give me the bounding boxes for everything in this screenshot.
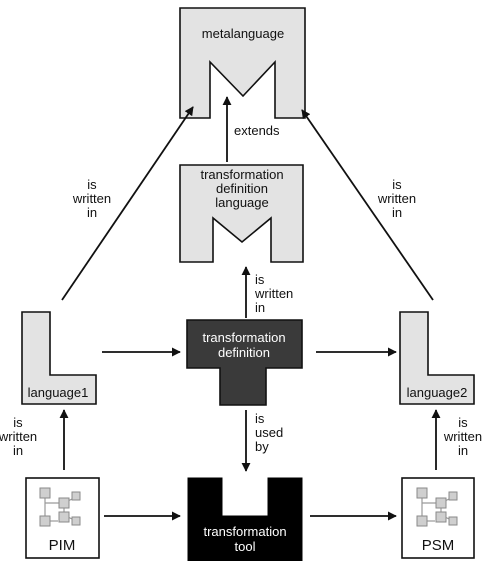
pim-node: PIM [25, 477, 100, 559]
tdl-shape [179, 164, 304, 263]
language2-shape [399, 311, 475, 405]
is-written-in-center-line3: in [255, 300, 265, 315]
metalanguage-label: metalanguage [202, 26, 284, 41]
language1-label: language1 [28, 385, 89, 400]
is-used-by-line1: is [255, 411, 265, 426]
is-written-in-right-line3: in [392, 205, 402, 220]
language2-to-metalanguage-arrow [301, 109, 434, 301]
language2-label: language2 [407, 385, 468, 400]
psm-label: PSM [422, 537, 455, 554]
is-written-in-left-line3: in [87, 205, 97, 220]
is-written-in-psm-line2: written [443, 429, 482, 444]
transformation-tool-node: transformation tool [187, 477, 303, 561]
language2-node: language2 [399, 311, 475, 405]
transformation-tool-shape [187, 477, 303, 561]
is-written-in-right-line1: is [392, 177, 402, 192]
is-written-in-pim-line1: is [13, 415, 23, 430]
is-written-in-left-line1: is [87, 177, 97, 192]
transformation-definition-shape [186, 319, 303, 406]
pim-label: PIM [49, 537, 76, 554]
tdl-label-line1: transformation [200, 167, 283, 182]
model-diagram-icon [39, 487, 81, 527]
metalanguage-node: metalanguage [179, 7, 306, 119]
is-used-by-line3: by [255, 439, 269, 454]
metalanguage-shape [179, 7, 306, 119]
is-written-in-pim-line3: in [13, 443, 23, 458]
is-written-in-center-line1: is [255, 272, 265, 287]
is-written-in-psm-line1: is [458, 415, 468, 430]
language1-shape [21, 311, 97, 405]
language1-node: language1 [21, 311, 97, 405]
psm-node: PSM [401, 477, 475, 559]
model-diagram-icon [416, 487, 458, 527]
is-written-in-left-line2: written [72, 191, 111, 206]
extends-label: extends [234, 123, 280, 138]
transformation-tool-label-line2: tool [235, 539, 256, 554]
tdl-node: transformation definition language [179, 164, 304, 263]
is-written-in-pim-line2: written [0, 429, 37, 444]
is-written-in-right-line2: written [377, 191, 416, 206]
tdl-label-line3: language [215, 195, 269, 210]
is-written-in-psm-line3: in [458, 443, 468, 458]
is-written-in-center-line2: written [254, 286, 293, 301]
tdl-label-line2: definition [216, 181, 268, 196]
transformation-tool-label-line1: transformation [203, 524, 286, 539]
language1-to-metalanguage-arrow [61, 106, 194, 301]
transformation-definition-node: transformation definition [186, 319, 303, 406]
is-used-by-line2: used [255, 425, 283, 440]
transformation-definition-label-line2: definition [218, 345, 270, 360]
transformation-definition-label-line1: transformation [202, 330, 285, 345]
